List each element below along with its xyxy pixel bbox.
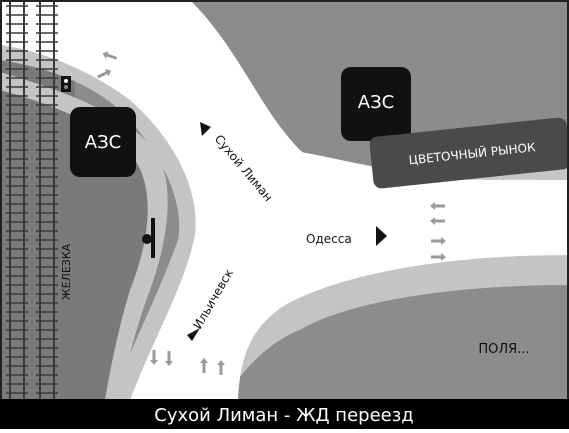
direction-sukhoi-liman-arrow [200,122,211,136]
lane-arrows [97,51,446,375]
arrow-icon [431,237,446,245]
arrow-icon [430,202,445,210]
railway-tracks [6,0,58,400]
arrow-icon [102,51,118,60]
gas-station-right: АЗС [341,67,411,141]
direction-odessa: Одесса [306,226,387,246]
direction-odessa-label: Одесса [306,232,352,246]
direction-odessa-arrow [376,226,387,246]
railway-label: ЖЕЛЕЗКА [60,243,73,300]
field-bottom-right [258,285,569,400]
traffic-light-icon [61,76,71,92]
road-surface [0,0,569,400]
gas-station-left-label: АЗС [85,132,121,153]
arrow-icon [150,350,158,365]
arrow-icon [165,351,173,366]
arrow-icon [430,217,445,225]
fields-label: ПОЛЯ... [478,342,529,357]
gas-station-right-label: АЗС [358,92,394,113]
flower-market: ЦВЕТОЧНЫЙ РЫНОК [369,117,569,189]
footer-title: Сухой Лиман - ЖД переезд [154,405,413,426]
arrow-icon [431,253,446,261]
footer-bar: Сухой Лиман - ЖД переезд [0,399,569,429]
arrow-icon [200,358,208,373]
stop-line-icon [142,218,155,258]
direction-ilyichevsk-arrow [187,328,200,341]
arrow-icon [97,69,112,79]
gas-station-left: АЗС [70,107,136,177]
arrow-icon [217,360,225,375]
